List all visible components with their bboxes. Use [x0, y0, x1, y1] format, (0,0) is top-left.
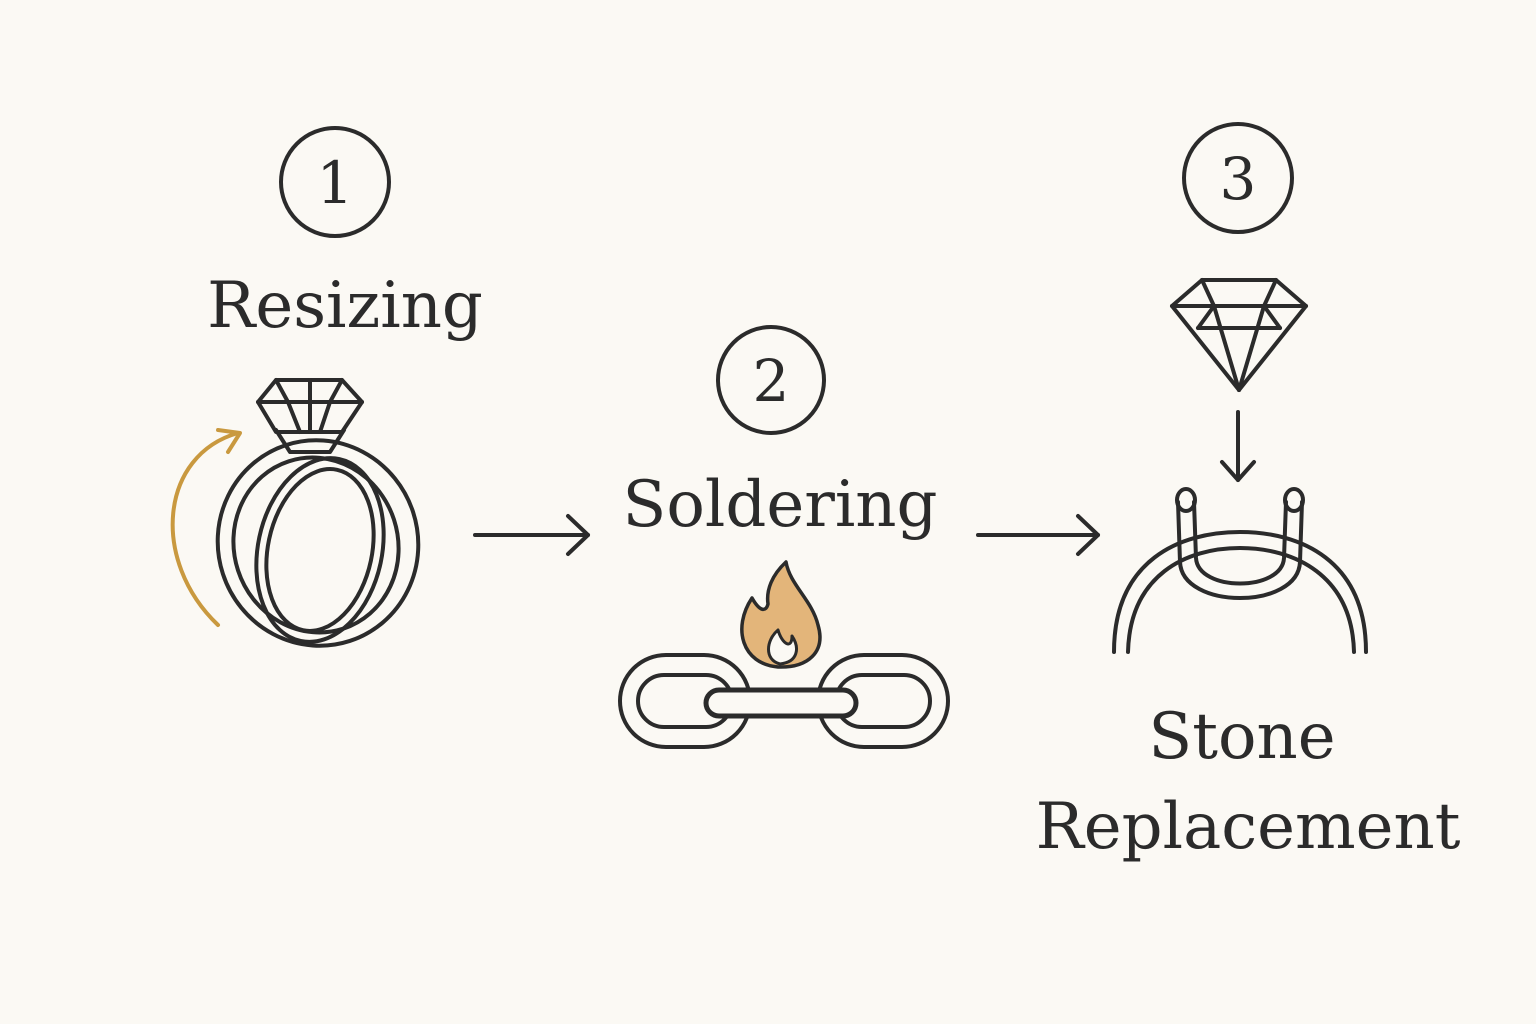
step-3: 3 Stone Replacement — [1036, 122, 1461, 864]
step-3-badge: 3 — [1182, 122, 1294, 234]
down-arrow — [1220, 410, 1256, 482]
flame-icon — [740, 560, 822, 669]
step-2: 2 Soldering — [618, 325, 950, 749]
step-2-label: Soldering — [623, 468, 938, 542]
step-3-number: 3 — [1220, 145, 1257, 213]
arrow-2-to-3 — [976, 514, 1100, 556]
chain-icon — [618, 653, 950, 749]
step-1: 1 Resizing — [170, 126, 483, 648]
step-3-label-line1: Stone — [1148, 700, 1335, 774]
ring-icon — [215, 378, 421, 648]
step-2-number: 2 — [753, 347, 790, 415]
step-2-badge: 2 — [716, 325, 826, 435]
step-1-number: 1 — [317, 149, 354, 217]
arrow-1-to-2 — [473, 514, 590, 556]
prong-setting-icon — [1112, 487, 1368, 654]
step-1-badge: 1 — [279, 126, 391, 238]
rotate-arrow-icon — [170, 428, 242, 627]
gem-icon — [1170, 278, 1308, 392]
step-3-label-line2: Replacement — [1036, 790, 1461, 864]
step-1-label: Resizing — [207, 269, 483, 343]
